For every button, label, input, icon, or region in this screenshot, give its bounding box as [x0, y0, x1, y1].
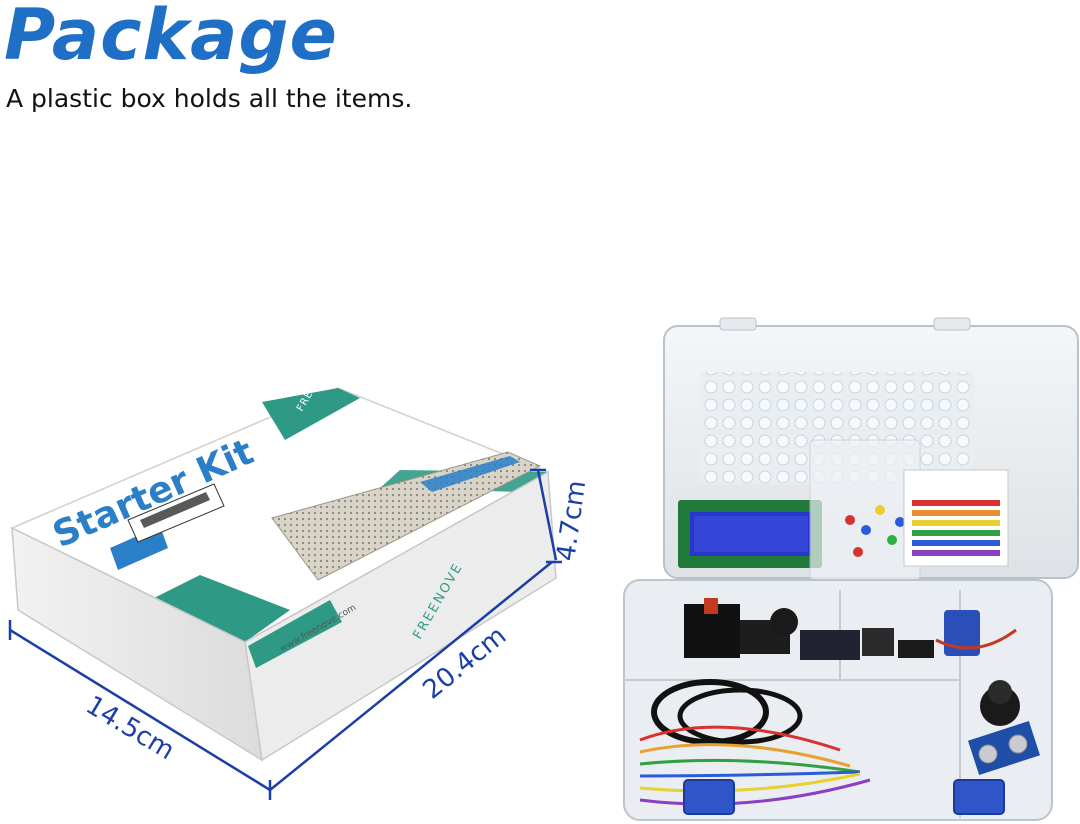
jumper-wires — [639, 679, 871, 806]
components-bag — [809, 439, 1009, 581]
sensor-module — [800, 630, 860, 660]
lcd-module — [678, 500, 822, 568]
dimension-lines — [8, 468, 562, 800]
joystick-module — [980, 680, 1020, 726]
dimension-height-label: 4.7cm — [551, 479, 592, 563]
page-subtitle: A plastic box holds all the items. — [6, 84, 413, 113]
ultrasonic-sensor — [968, 720, 1040, 776]
dimension-width-label: 14.5cm — [80, 690, 179, 766]
page-title: Package — [4, 0, 338, 76]
servo-motor — [935, 610, 1017, 656]
buzzer — [770, 608, 798, 636]
case-latch-right — [953, 779, 1005, 815]
barcode-sticker — [127, 483, 225, 543]
case-latch-left — [683, 779, 735, 815]
breadboard-image — [271, 451, 542, 581]
dev-board — [684, 598, 790, 658]
plastic-case — [623, 317, 1079, 821]
